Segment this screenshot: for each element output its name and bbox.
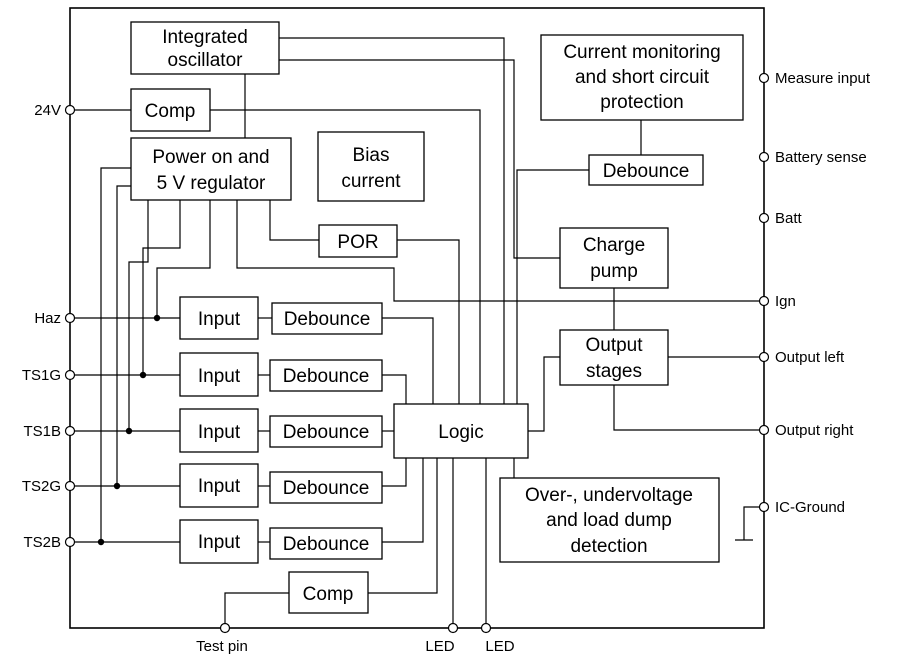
pin-led-1 [447,622,459,634]
label-test-pin: Test pin [196,638,248,655]
debounce-label: Debounce [283,478,370,499]
pin-led-2 [480,622,492,634]
oscillator-line2: oscillator [168,50,244,71]
current-monitoring-line1: Current monitoring [563,42,720,63]
pin-output-left [758,351,770,363]
pin-ign [758,295,770,307]
label-ign: Ign [775,293,796,310]
input-row-ts1b: Input Debounce [179,408,383,453]
label-led-1: LED [425,638,454,655]
charge-pump-line1: Charge [583,235,645,256]
pin-battery-sense [758,151,770,163]
wires [75,37,759,623]
current-monitoring-line2: and short circuit [575,67,710,88]
bias-current-block: Bias current [317,131,425,202]
oscillator-line1: Integrated [162,27,248,48]
pin-24v [64,104,76,116]
label-battery-sense: Battery sense [775,149,867,166]
label-ts2g: TS2G [22,478,61,495]
debounce-top-block: Debounce [588,154,704,186]
input-row-ts1g: Input Debounce [179,352,383,397]
pin-ts2g [64,480,76,492]
pin-ts1g [64,369,76,381]
power-on-line1: Power on and [152,147,269,168]
output-stages-line1: Output [585,335,643,356]
overvoltage-line1: Over-, undervoltage [525,485,693,506]
debounce-top-label: Debounce [603,161,690,182]
power-on-block: Power on and 5 V regulator [130,137,292,201]
pin-ts2b [64,536,76,548]
por-block: POR [318,224,398,258]
pin-ic-ground [758,501,770,513]
label-output-left: Output left [775,349,845,366]
overvoltage-block: Over-, undervoltage and load dump detect… [499,477,720,563]
debounce-label: Debounce [284,309,371,330]
comp-top-block: Comp [130,88,211,132]
input-row-ts2b: Input Debounce [179,519,383,564]
input-label: Input [198,422,241,443]
label-ts1g: TS1G [22,367,61,384]
label-ts2b: TS2B [23,534,61,551]
power-on-line2: 5 V regulator [157,173,266,194]
output-stages-block: Output stages [559,329,669,386]
comp-bottom-label: Comp [303,584,354,605]
input-label: Input [198,366,241,387]
comp-top-label: Comp [145,101,196,122]
overvoltage-line3: detection [570,536,647,557]
oscillator-block: Integrated oscillator [130,21,280,75]
debounce-label: Debounce [283,422,370,443]
input-label: Input [198,309,241,330]
label-led-2: LED [485,638,514,655]
logic-label: Logic [438,422,483,443]
pin-haz [64,312,76,324]
input-label: Input [198,532,241,553]
bias-line2: current [341,171,401,192]
pin-measure-input [758,72,770,84]
debounce-label: Debounce [283,534,370,555]
current-monitoring-line3: protection [600,92,683,113]
pin-output-right [758,424,770,436]
input-label: Input [198,476,241,497]
label-24v: 24V [34,102,61,119]
input-row-ts2g: Input Debounce [179,463,383,508]
current-monitoring-block: Current monitoring and short circuit pro… [540,34,744,121]
label-output-right: Output right [775,422,854,439]
bias-line1: Bias [353,145,390,166]
pin-test [219,622,231,634]
comp-bottom-block: Comp [288,571,369,614]
output-stages-line2: stages [586,361,642,382]
debounce-label: Debounce [283,366,370,387]
label-haz: Haz [34,310,61,327]
label-measure-input: Measure input [775,70,871,87]
label-ic-ground: IC-Ground [775,499,845,516]
label-batt: Batt [775,210,803,227]
pin-ts1b [64,425,76,437]
junctions [97,314,161,546]
label-ts1b: TS1B [23,423,61,440]
charge-pump-line2: pump [590,261,638,282]
input-row-haz: Input Debounce [179,296,383,340]
pins [64,72,770,634]
pin-labels: 24V Haz TS1G TS1B TS2G TS2B Measure inpu… [22,70,871,655]
charge-pump-block: Charge pump [559,227,669,289]
logic-block: Logic [393,403,529,459]
por-label: POR [337,232,378,253]
pin-batt [758,212,770,224]
overvoltage-line2: and load dump [546,510,672,531]
